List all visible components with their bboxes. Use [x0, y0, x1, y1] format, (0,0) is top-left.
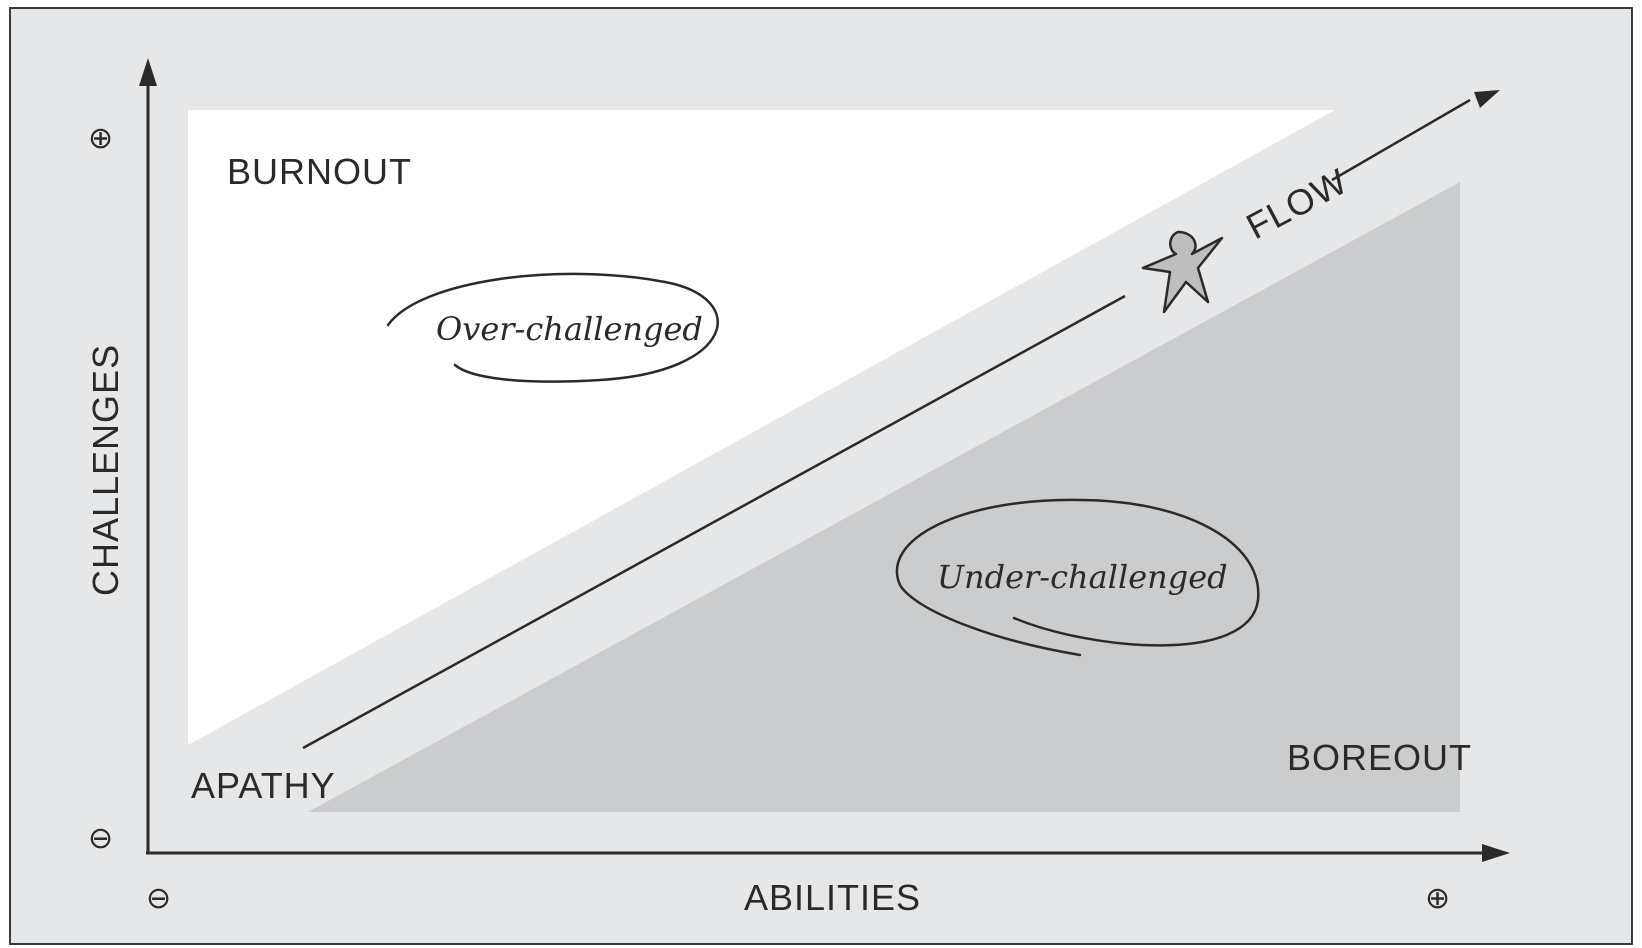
y-axis-arrowhead — [139, 58, 157, 86]
under-challenged-label: Under-challenged — [937, 558, 1228, 596]
under-challenged-ellipse — [895, 498, 1260, 657]
boreout-zone — [308, 182, 1460, 812]
burnout-label: BURNOUT — [227, 151, 412, 192]
stick-figure-icon — [1141, 230, 1224, 314]
apathy-label: APATHY — [191, 765, 336, 806]
x-axis-arrowhead — [1482, 844, 1510, 862]
flow-arrowhead — [1474, 90, 1500, 108]
y-max-sign: ⊕ — [88, 121, 113, 156]
x-axis-label: ABILITIES — [744, 877, 921, 918]
over-challenged-ellipse — [386, 272, 719, 383]
flow-line-upper — [1331, 98, 1471, 182]
burnout-zone — [188, 110, 1335, 745]
y-axis-label: CHALLENGES — [85, 344, 126, 596]
x-max-sign: ⊕ — [1425, 881, 1450, 916]
flow-line-lower — [302, 294, 1126, 750]
over-challenged-label: Over-challenged — [436, 310, 703, 348]
boreout-label: BOREOUT — [1287, 737, 1472, 778]
y-min-sign: ⊖ — [88, 821, 113, 856]
x-min-sign: ⊖ — [146, 881, 171, 916]
